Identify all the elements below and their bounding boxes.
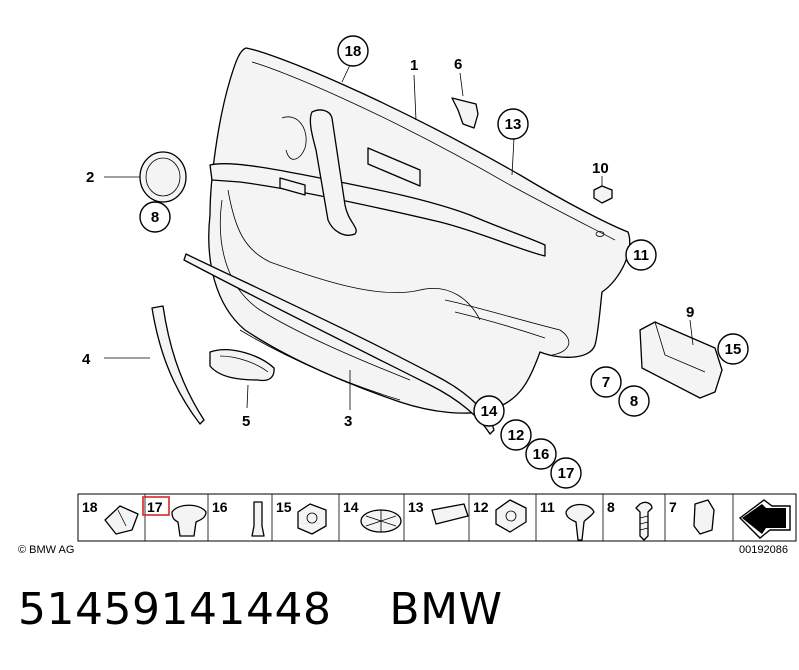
door-trim-panel <box>208 47 631 414</box>
callout-15: 15 <box>725 341 742 358</box>
callout-12: 12 <box>508 427 525 444</box>
speaker-ring-part-2 <box>139 151 187 203</box>
strip-cell-18: 18 <box>82 499 98 515</box>
callout-10: 10 <box>592 160 609 177</box>
callout-13: 13 <box>505 116 522 133</box>
brand-name: BMW <box>389 584 503 635</box>
clip-icon-13 <box>431 503 469 525</box>
arrow-fill-icon <box>742 504 786 534</box>
screw-icon-8 <box>635 501 653 541</box>
strip-cell-17: 17 <box>147 499 163 515</box>
strip-cell-16: 16 <box>212 499 228 515</box>
highlight-box <box>142 496 170 516</box>
strip-cell-12: 12 <box>473 499 489 515</box>
strip-cell-14: 14 <box>343 499 359 515</box>
callout-labels: 1 6 2 10 9 4 5 3 <box>82 56 694 430</box>
callout-4: 4 <box>82 351 91 368</box>
pillar-trim-part-4 <box>151 305 205 425</box>
plug-icon-17 <box>171 504 207 537</box>
strip-cell-13: 13 <box>408 499 424 515</box>
callout-18: 18 <box>345 43 362 60</box>
part-caption: 51459141448 BMW <box>18 584 503 635</box>
callout-9: 9 <box>686 304 694 321</box>
callout-7: 7 <box>602 374 610 391</box>
callout-8-top: 8 <box>151 209 159 226</box>
part-number: 51459141448 <box>18 584 332 635</box>
callout-11: 11 <box>633 247 649 264</box>
callout-8-bottom: 8 <box>630 393 638 410</box>
callout-3: 3 <box>344 413 352 430</box>
copyright-text: © BMW AG <box>18 544 74 556</box>
strip-cell-8: 8 <box>607 499 615 515</box>
clip-nut-icon-12 <box>495 499 527 533</box>
callout-2: 2 <box>86 169 94 186</box>
door-handle-part-5 <box>209 349 275 382</box>
clip-icon-18 <box>104 505 139 535</box>
clip-part-6 <box>451 97 479 129</box>
trim-strip-part-3 <box>183 253 495 435</box>
circled-callouts: 18 13 8 11 15 7 8 14 12 16 17 <box>139 35 749 489</box>
callout-1: 1 <box>410 57 418 74</box>
diagram-id: 00192086 <box>739 544 788 556</box>
leader-lines <box>104 64 694 410</box>
parts-strip: 18 17 16 15 14 13 12 11 8 7 <box>77 493 797 542</box>
nut-icon-15 <box>297 503 327 535</box>
clip-icon-7 <box>693 499 715 535</box>
callout-14: 14 <box>481 403 498 420</box>
callout-16: 16 <box>533 446 550 463</box>
callout-6: 6 <box>454 56 462 73</box>
callout-5: 5 <box>242 413 250 430</box>
nut-part-10 <box>593 185 613 204</box>
strip-cell-11: 11 <box>540 499 555 515</box>
strip-cell-15: 15 <box>276 499 292 515</box>
callout-17: 17 <box>558 465 575 482</box>
strip-cell-7: 7 <box>669 499 677 515</box>
pin-icon-16 <box>251 501 265 537</box>
bracket-part-9 <box>639 321 723 399</box>
expanding-rivet-icon-11 <box>565 503 595 541</box>
